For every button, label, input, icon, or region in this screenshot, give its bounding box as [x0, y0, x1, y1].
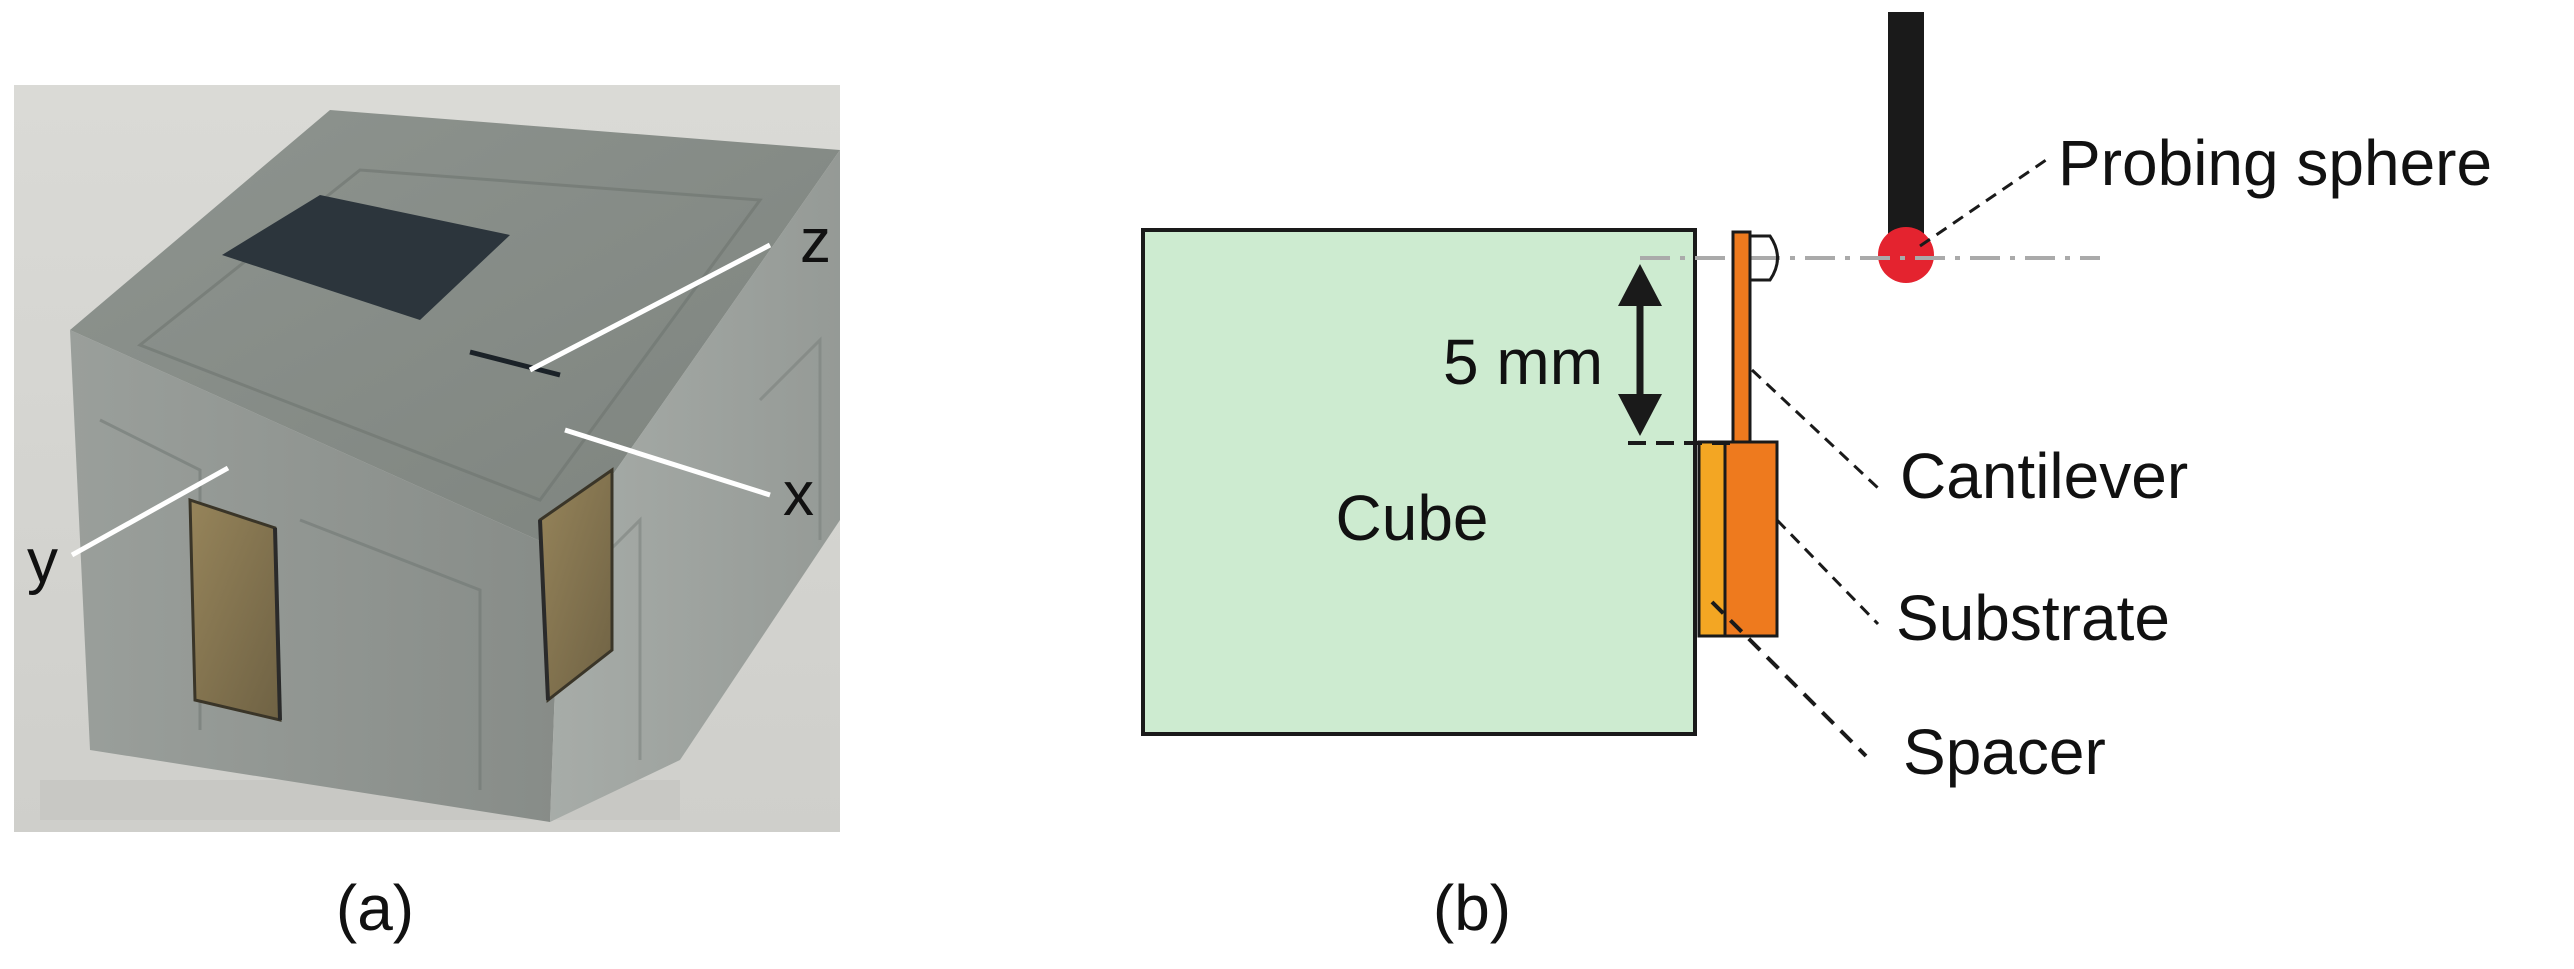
cube-left-face — [70, 330, 560, 822]
axis-label-x: x — [783, 460, 814, 529]
substrate — [1723, 440, 1779, 638]
right-face-groove-2 — [758, 336, 822, 540]
cantilever-label: Cantilever — [1900, 440, 2188, 512]
panel-a-photo — [14, 85, 840, 832]
cantilever-tip — [1750, 234, 1779, 282]
caption-b: (b) — [1433, 872, 1511, 944]
probing-sphere-label: Probing sphere — [2058, 127, 2492, 199]
cube-right-face — [550, 150, 840, 822]
cantilever — [1731, 230, 1752, 444]
dimension-label: 5 mm — [1443, 326, 1603, 398]
sensor-cantilever — [469, 349, 561, 378]
probing-sphere-leader — [1919, 158, 2047, 248]
dimension-arrow-down — [1618, 394, 1662, 436]
spacer-leader — [1710, 600, 1868, 758]
axis-label-y: y — [27, 527, 58, 596]
dimension-arrow-up — [1618, 264, 1662, 306]
x-leader-line — [564, 427, 771, 498]
substrate-leader — [1775, 518, 1880, 626]
left-face-groove-2 — [299, 518, 482, 790]
axis-label-z: z — [800, 207, 831, 276]
sensor-plate — [222, 195, 510, 320]
cube-label: Cube — [1336, 482, 1489, 554]
cube-block — [1141, 228, 1697, 736]
y-leader-line — [70, 465, 230, 558]
substrate-label: Substrate — [1896, 582, 2170, 654]
stylus — [1888, 12, 1924, 238]
gauge-plate-left — [188, 497, 282, 722]
spacer — [1697, 440, 1727, 638]
gauge-plate-left-edge — [273, 527, 282, 721]
cantilever-leader — [1750, 368, 1880, 490]
panel-b-diagram — [1141, 12, 2100, 758]
caption-a: (a) — [336, 872, 414, 944]
gauge-plate-right-edge — [538, 519, 550, 701]
probing-sphere — [1878, 227, 1934, 283]
z-leader-line — [528, 242, 772, 373]
cube-top-face — [70, 110, 840, 550]
spacer-label: Spacer — [1903, 716, 2106, 788]
